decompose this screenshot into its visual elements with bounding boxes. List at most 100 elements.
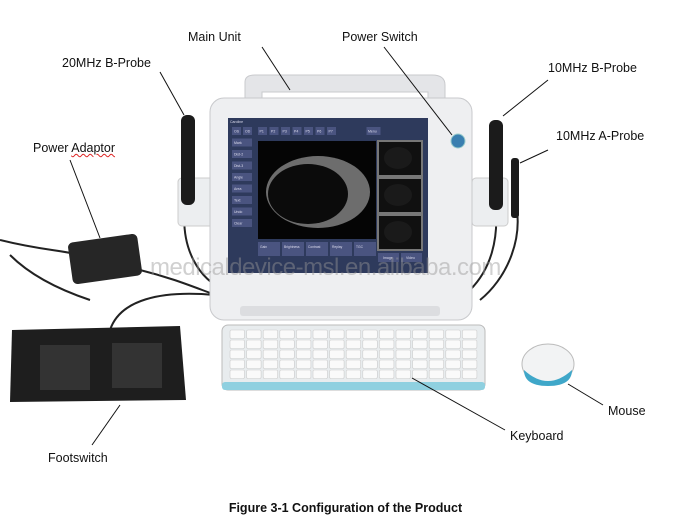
keyboard-key[interactable] — [279, 359, 295, 369]
keyboard-key[interactable] — [279, 349, 295, 359]
keyboard-key[interactable] — [395, 329, 411, 339]
screen-button-area[interactable] — [232, 184, 252, 193]
keyboard-key[interactable] — [246, 359, 262, 369]
screen-button-text[interactable] — [232, 196, 252, 204]
keyboard-key[interactable] — [395, 339, 411, 349]
keyboard-key[interactable] — [262, 339, 279, 349]
screen-view-tab-image[interactable] — [378, 253, 399, 262]
keyboard-key[interactable] — [462, 359, 478, 369]
screen-control-brightness[interactable] — [282, 242, 304, 256]
screen-tab-p7[interactable] — [327, 127, 336, 135]
keyboard-key[interactable] — [345, 339, 362, 349]
screen-tab-p2[interactable] — [269, 127, 279, 135]
screen-button-undo[interactable] — [232, 207, 252, 216]
keyboard-key[interactable] — [428, 359, 445, 369]
keyboard-key[interactable] — [395, 359, 411, 369]
keyboard-key[interactable] — [229, 359, 245, 369]
keyboard-key[interactable] — [362, 369, 378, 379]
keyboard-key[interactable] — [262, 359, 279, 369]
keyboard-key[interactable] — [329, 349, 345, 359]
screen-button-mark[interactable] — [232, 138, 252, 147]
power-switch-button[interactable] — [450, 133, 466, 149]
keyboard-key[interactable] — [296, 359, 312, 369]
keyboard-key[interactable] — [262, 329, 279, 339]
keyboard-key[interactable] — [345, 359, 362, 369]
keyboard-key[interactable] — [445, 339, 461, 349]
keyboard-key[interactable] — [428, 329, 445, 339]
keyboard-key[interactable] — [445, 369, 461, 379]
keyboard-key[interactable] — [428, 349, 445, 359]
keyboard-key[interactable] — [445, 329, 461, 339]
keyboard-key[interactable] — [312, 329, 328, 339]
keyboard-key[interactable] — [428, 339, 445, 349]
keyboard-key[interactable] — [428, 369, 445, 379]
keyboard-key[interactable] — [312, 359, 328, 369]
keyboard-key[interactable] — [229, 329, 245, 339]
keyboard-key[interactable] — [246, 329, 262, 339]
keyboard-key[interactable] — [279, 329, 295, 339]
keyboard-key[interactable] — [262, 349, 279, 359]
keyboard-key[interactable] — [262, 369, 279, 379]
screen-view-tab-video[interactable] — [401, 253, 422, 262]
screen-tab-p5[interactable] — [304, 127, 313, 135]
keyboard-key[interactable] — [329, 339, 345, 349]
keyboard-key[interactable] — [379, 339, 395, 349]
keyboard-key[interactable] — [296, 369, 312, 379]
keyboard-key[interactable] — [362, 339, 378, 349]
screen-button-od[interactable] — [243, 127, 252, 135]
screen-control-replay[interactable] — [330, 242, 352, 256]
keyboard-key[interactable] — [345, 329, 362, 339]
keyboard-key[interactable] — [379, 329, 395, 339]
keyboard-key[interactable] — [296, 329, 312, 339]
screen-button-dist-2[interactable] — [232, 150, 252, 158]
keyboard-key[interactable] — [362, 349, 378, 359]
keyboard-key[interactable] — [312, 369, 328, 379]
keyboard-key[interactable] — [462, 369, 478, 379]
screen-control-gain[interactable] — [258, 242, 280, 256]
keyboard-key[interactable] — [462, 329, 478, 339]
keyboard-key[interactable] — [246, 369, 262, 379]
screen-tab-p3[interactable] — [281, 127, 290, 135]
keyboard-key[interactable] — [312, 339, 328, 349]
screen-button-angle[interactable] — [232, 173, 252, 181]
keyboard-key[interactable] — [329, 329, 345, 339]
screen-control-contrast[interactable] — [306, 242, 328, 256]
keyboard-key[interactable] — [379, 349, 395, 359]
keyboard-key[interactable] — [296, 339, 312, 349]
keyboard-key[interactable] — [345, 349, 362, 359]
keyboard-key[interactable] — [296, 349, 312, 359]
keyboard-key[interactable] — [395, 349, 411, 359]
keyboard-key[interactable] — [229, 339, 245, 349]
keyboard-key[interactable] — [412, 359, 428, 369]
keyboard-key[interactable] — [246, 349, 262, 359]
keyboard-key[interactable] — [279, 369, 295, 379]
keyboard-key[interactable] — [362, 359, 378, 369]
keyboard-key[interactable] — [379, 359, 395, 369]
keyboard-key[interactable] — [462, 349, 478, 359]
keyboard-key[interactable] — [329, 369, 345, 379]
keyboard-key[interactable] — [462, 339, 478, 349]
screen-button-os[interactable] — [232, 127, 241, 135]
screen-button-clear[interactable] — [232, 219, 252, 227]
keyboard-key[interactable] — [279, 339, 295, 349]
keyboard-key[interactable] — [412, 369, 428, 379]
keyboard-key[interactable] — [229, 369, 245, 379]
keyboard-key[interactable] — [445, 359, 461, 369]
keyboard-key[interactable] — [412, 339, 428, 349]
screen-tab-menu[interactable] — [366, 127, 381, 135]
keyboard-key[interactable] — [412, 329, 428, 339]
screen-control-tgc[interactable] — [354, 242, 376, 256]
keyboard-key[interactable] — [329, 359, 345, 369]
keyboard-key[interactable] — [345, 369, 362, 379]
keyboard-key[interactable] — [246, 339, 262, 349]
screen-tab-p1[interactable] — [258, 127, 267, 135]
keyboard-key[interactable] — [412, 349, 428, 359]
screen-button-dist-3[interactable] — [232, 161, 252, 170]
screen-tab-p6[interactable] — [315, 127, 325, 135]
keyboard-key[interactable] — [379, 369, 395, 379]
keyboard-key[interactable] — [312, 349, 328, 359]
keyboard-key[interactable] — [362, 329, 378, 339]
keyboard-key[interactable] — [229, 349, 245, 359]
screen-tab-p4[interactable] — [292, 127, 302, 135]
keyboard-key[interactable] — [445, 349, 461, 359]
